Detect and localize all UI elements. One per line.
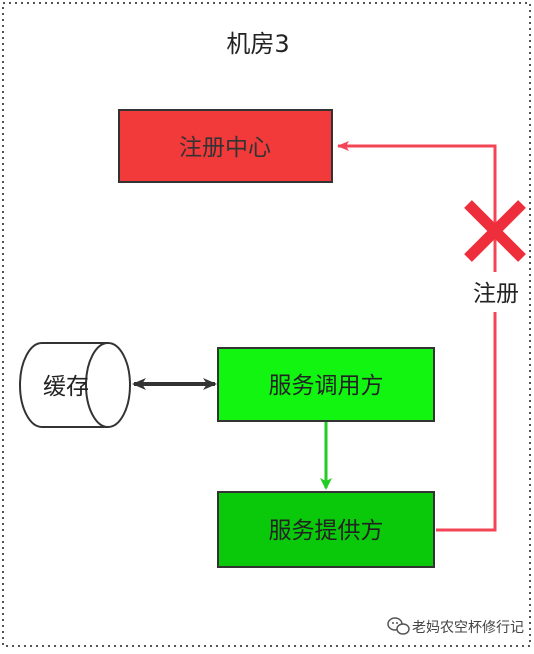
consumer-node[interactable]: 服务调用方 [217, 347, 435, 422]
register-label-background [464, 272, 526, 312]
cache-node[interactable]: 缓存 [19, 342, 131, 428]
registry-label: 注册中心 [179, 135, 271, 161]
blocked-cross-icon [464, 200, 526, 262]
provider-label: 服务提供方 [269, 518, 384, 544]
provider-node[interactable]: 服务提供方 [217, 491, 435, 568]
cache-label: 缓存 [43, 374, 89, 400]
registry-node[interactable]: 注册中心 [118, 109, 333, 183]
register-edge-label: 注册 [473, 281, 519, 307]
watermark: 老妈农空杯修行记 [387, 617, 524, 636]
consumer-label: 服务调用方 [269, 373, 384, 399]
container-label: 机房3 [226, 30, 289, 58]
wechat-logo-icon [387, 617, 410, 635]
register-edge [337, 141, 497, 532]
watermark-text: 老妈农空杯修行记 [412, 620, 524, 636]
